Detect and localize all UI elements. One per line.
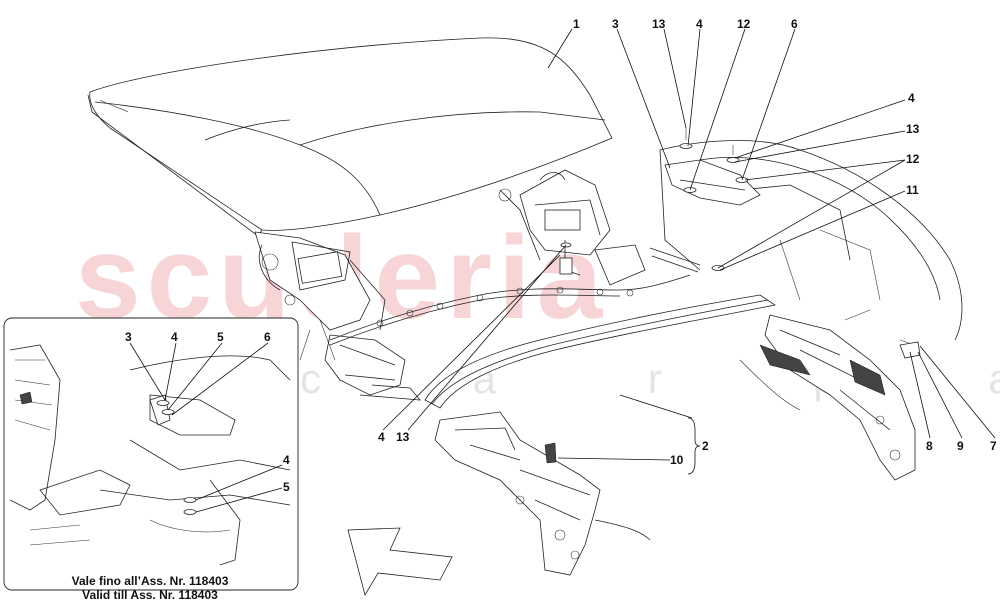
callout-8: 8 bbox=[926, 439, 933, 453]
callout-11: 11 bbox=[906, 183, 919, 197]
inset-detail: 3 4 5 6 4 5 Vale fino all’Ass. Nr. 11840… bbox=[3, 317, 299, 601]
callout-6: 6 bbox=[791, 17, 798, 31]
main-callouts: 1 3 13 4 12 6 4 13 12 11 2 10 8 9 7 4 13 bbox=[378, 17, 997, 467]
callout-7: 7 bbox=[990, 439, 997, 453]
callout-3: 3 bbox=[612, 17, 619, 31]
callout-12: 12 bbox=[737, 17, 751, 31]
cable-harness bbox=[329, 274, 691, 346]
left-mechanism bbox=[254, 231, 421, 401]
right-seal-bracket bbox=[739, 314, 921, 481]
callout-9: 9 bbox=[957, 439, 964, 453]
callout-2: 2 bbox=[702, 439, 709, 453]
callout-13: 13 bbox=[652, 17, 666, 31]
callout-1: 1 bbox=[573, 17, 580, 31]
callout-13-right: 13 bbox=[906, 122, 920, 136]
callout-4-right: 4 bbox=[908, 91, 915, 105]
roof-panel bbox=[87, 37, 613, 237]
inset-validity-line2: Valid till Ass. Nr. 118403 bbox=[82, 588, 218, 601]
callout-12-right: 12 bbox=[906, 152, 920, 166]
inset-callout-4: 4 bbox=[171, 330, 178, 344]
center-mechanism bbox=[498, 169, 701, 286]
inset-callout-4-lower: 4 bbox=[283, 453, 290, 467]
callout-10: 10 bbox=[670, 453, 684, 467]
callout-13-bottom: 13 bbox=[396, 430, 410, 444]
callout-4: 4 bbox=[696, 17, 703, 31]
weatherstrip-seal bbox=[424, 294, 777, 409]
inset-callout-6: 6 bbox=[264, 330, 271, 344]
inset-callout-3: 3 bbox=[125, 330, 132, 344]
direction-arrow bbox=[347, 527, 453, 597]
inset-validity-line1: Vale fino all’Ass. Nr. 118403 bbox=[72, 574, 229, 588]
callout-4-bottom: 4 bbox=[378, 430, 385, 444]
inset-callout-5-lower: 5 bbox=[283, 480, 290, 494]
left-seal-bracket bbox=[434, 411, 651, 576]
leader-lines bbox=[382, 28, 996, 475]
inset-callout-5: 5 bbox=[217, 330, 224, 344]
